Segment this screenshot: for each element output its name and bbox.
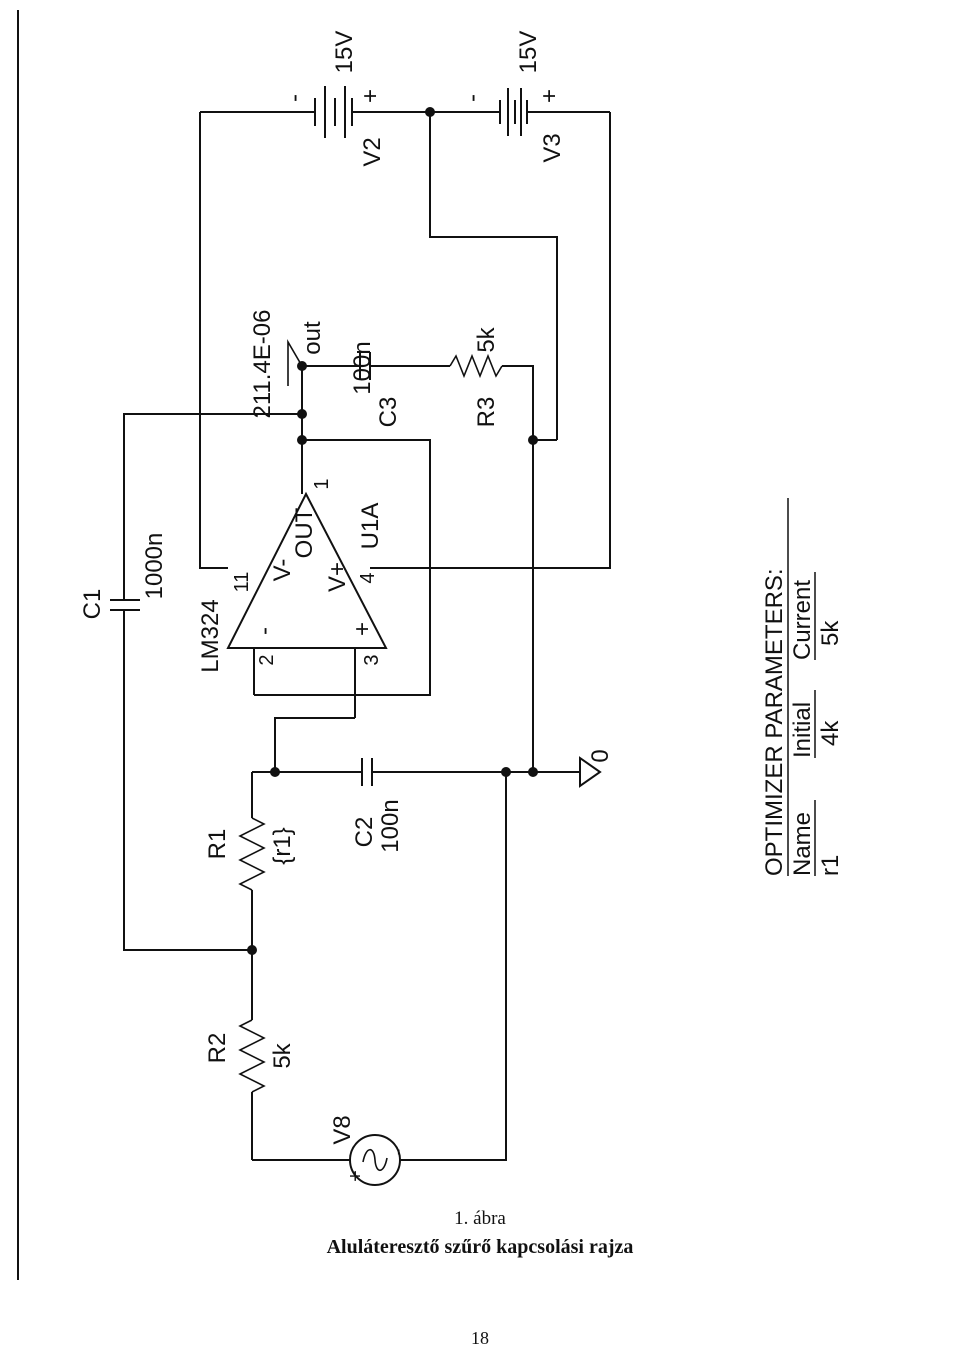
label-noninv-sign: + (349, 622, 376, 636)
opamp-u1a (226, 491, 388, 649)
label-probe-out: out (299, 321, 326, 355)
label-out: OUT (291, 507, 318, 558)
label-v2-plus: + (357, 89, 384, 103)
label-pin-4: 4 (357, 572, 379, 583)
label-c3-name: C3 (375, 397, 402, 428)
figure-title: Aluláteresztő szűrő kapcsolási rajza (326, 1236, 634, 1258)
label-c1-name: C1 (79, 589, 106, 620)
label-probe-value: 211.4E-06 (249, 310, 276, 419)
label-lm324: LM324 (197, 599, 224, 672)
label-ground: 0 (587, 749, 614, 762)
label-r2-name: R2 (204, 1033, 231, 1064)
capacitor-c1 (110, 413, 302, 951)
resistor-r3 (449, 353, 534, 772)
label-vminus: V- (269, 559, 296, 582)
label-r3-value: 5k (473, 326, 500, 352)
label-v2-value: 15V (331, 31, 358, 74)
label-v8-plus: + (345, 1170, 367, 1182)
optimizer-row-name: r1 (817, 855, 844, 876)
optimizer-parameters: OPTIMIZER PARAMETERS: Name Initial Curre… (761, 498, 844, 876)
label-v8-minus: - (387, 1149, 409, 1156)
label-u1a: U1A (357, 503, 384, 550)
label-v2-name: V2 (359, 137, 386, 166)
label-v3-plus: + (536, 89, 563, 103)
capacitor-c3 (302, 352, 450, 380)
label-v3-minus: - (459, 94, 486, 102)
figure-number: 1. ábra (454, 1208, 506, 1229)
label-v2-minus: - (281, 94, 308, 102)
optimizer-row-current: 5k (817, 620, 844, 646)
optimizer-row-initial: 4k (817, 720, 844, 746)
label-inv-sign: - (251, 627, 278, 635)
label-c3-value: 100n (349, 341, 376, 394)
probe-marker (287, 339, 303, 386)
optimizer-header-current: Current (789, 580, 816, 660)
opamp-wiring (253, 366, 431, 772)
label-v8-name: V8 (329, 1115, 356, 1144)
label-c1-value: 1000n (141, 533, 168, 600)
label-v3-value: 15V (515, 31, 542, 74)
optimizer-title: OPTIMIZER PARAMETERS: (761, 568, 788, 876)
label-pin-2: 2 (256, 654, 278, 665)
label-r1-name: R1 (204, 829, 231, 860)
label-r3-name: R3 (473, 397, 500, 428)
label-c2-value: 100n (377, 799, 404, 852)
supply-wiring (199, 111, 611, 569)
label-pin-1: 1 (311, 478, 333, 489)
label-r1-value: {r1} (269, 827, 296, 864)
resistor-r2 (238, 950, 350, 1161)
page-number: 18 (471, 1328, 489, 1348)
label-pin-11: 11 (231, 572, 253, 593)
label-r2-value: 5k (269, 1042, 296, 1068)
resistor-r1 (238, 771, 355, 950)
label-pin-3: 3 (361, 654, 383, 665)
optimizer-header-initial: Initial (789, 702, 816, 758)
battery-v2 (314, 86, 353, 138)
label-c2-name: C2 (351, 817, 378, 848)
label-v3-name: V3 (539, 133, 566, 162)
label-vplus: V+ (324, 562, 351, 592)
optimizer-header-name: Name (789, 812, 816, 876)
ac-source-v8 (349, 772, 507, 1186)
battery-v3 (499, 88, 528, 136)
ground-symbol (533, 756, 602, 788)
